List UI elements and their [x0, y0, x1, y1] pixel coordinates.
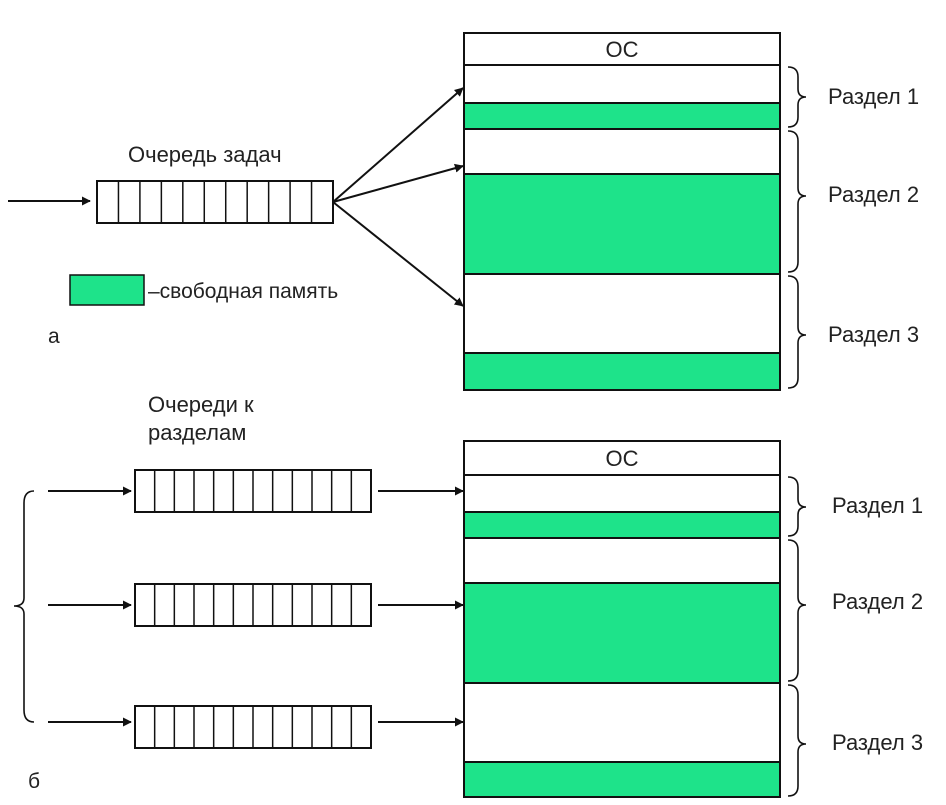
partition-2-free-b: [463, 582, 781, 684]
free-memory-legend-label: –свободная память: [148, 280, 338, 303]
os-label-b: ОС: [606, 446, 639, 471]
queue-title-a: Очередь задач: [128, 142, 282, 167]
diagram-a: Очередь задач –свободная память а ОС Раз…: [8, 32, 919, 391]
os-region-a: [463, 32, 781, 66]
queue-frame: [96, 180, 334, 224]
left-brace-b: [13, 490, 35, 723]
partition-queue-2-b: [134, 583, 372, 627]
arrow-to-partition-2-a: [332, 163, 464, 203]
partition-1-label-a: Раздел 1: [828, 84, 919, 109]
partition-2-label-b: Раздел 2: [832, 589, 923, 614]
partition-1-free-b: [463, 511, 781, 539]
os-region-b: [463, 440, 781, 476]
brace-partition-2-b: [787, 539, 807, 682]
brace-partition-1-a: [787, 66, 807, 128]
caption-b: б: [28, 770, 40, 793]
task-queue-a: [96, 180, 334, 224]
queues-title-line1-b: Очереди к: [148, 392, 254, 417]
partition-queue-3-b: [134, 705, 372, 749]
brace-partition-1-b: [787, 476, 807, 537]
partition-queue-1-b: [134, 469, 372, 513]
partition-2-free-a: [463, 173, 781, 275]
free-memory-legend-swatch: [69, 274, 145, 306]
partition-3-free-a: [463, 352, 781, 391]
partition-1-label-b: Раздел 1: [832, 493, 923, 518]
caption-a: а: [48, 325, 60, 348]
diagram-b: Очереди к разделам б ОС: [13, 392, 923, 798]
partition-2-label-a: Раздел 2: [828, 182, 919, 207]
arrow-to-partition-3-a: [332, 201, 464, 307]
memory-block-b: ОС: [463, 440, 781, 798]
arrow-to-partition-1-a: [332, 87, 464, 203]
partition-3-free-b: [463, 761, 781, 798]
memory-block-a: ОС: [463, 32, 781, 391]
brace-partition-2-a: [787, 130, 807, 273]
partition-1-free-a: [463, 102, 781, 130]
brace-partition-3-b: [787, 684, 807, 797]
partition-3-label-b: Раздел 3: [832, 730, 923, 755]
partition-3-label-a: Раздел 3: [828, 322, 919, 347]
brace-partition-3-a: [787, 275, 807, 389]
queues-title-line2-b: разделам: [148, 420, 246, 445]
os-label-a: ОС: [606, 37, 639, 62]
